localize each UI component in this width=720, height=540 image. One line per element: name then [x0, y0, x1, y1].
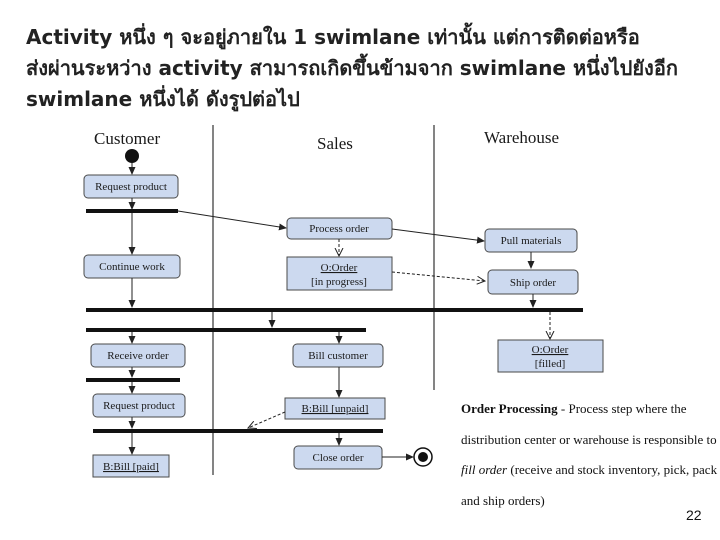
node-receive-order: [90, 343, 186, 368]
merge-bar-4: [86, 378, 180, 382]
node-process-order-label: Process order: [309, 223, 369, 235]
final-node-inner: [418, 452, 428, 462]
slide-heading: Activity หนึ่ง ๆ จะอยู่ภายใน 1 swimlane …: [26, 22, 706, 115]
fork-bar-3: [86, 328, 366, 332]
flow-unpaid-to-customer: [248, 411, 286, 428]
node-order-in-progress-label-2: [in progress]: [311, 276, 367, 288]
node-request-product-2-label: Request product: [103, 400, 175, 412]
join-bar-2: [86, 308, 583, 312]
node-pull-materials-label: Pull materials: [501, 235, 562, 247]
join-bar-5: [93, 429, 383, 433]
flow-process-to-pull: [391, 228, 485, 244]
node-receive-order-label: Receive order: [107, 350, 169, 362]
flow-order-to-ship: [391, 271, 485, 281]
node-close-order-label: Close order: [312, 452, 363, 464]
node-bill-unpaid: [284, 397, 386, 420]
node-bill-paid: [92, 454, 170, 478]
caption-emphasis: fill order: [461, 462, 508, 477]
page-number: 22: [686, 507, 702, 523]
node-bill-customer: [292, 343, 384, 368]
lane-label-warehouse: Warehouse: [484, 128, 559, 147]
node-order-in-progress-label-1: O:Order: [321, 262, 358, 274]
node-bill-unpaid-label: B:Bill [unpaid]: [302, 403, 369, 415]
heading-line-1: Activity หนึ่ง ๆ จะอยู่ภายใน 1 swimlane …: [26, 25, 640, 49]
node-order-filled: [497, 339, 604, 373]
caption: Order Processing - Process step where th…: [461, 394, 720, 516]
node-continue-work-label: Continue work: [99, 261, 165, 273]
flow-fork1-to-process: [177, 210, 287, 231]
lane-label-sales: Sales: [317, 134, 353, 153]
caption-text-2: (receive and stock inventory, pick, pack…: [461, 462, 718, 508]
fork-bar-1: [86, 209, 178, 213]
node-request-product: [83, 174, 179, 199]
node-bill-customer-label: Bill customer: [308, 350, 368, 362]
caption-text-1: - Process step where the distribution ce…: [461, 401, 717, 447]
node-order-in-progress: [286, 256, 393, 291]
node-request-product-label: Request product: [95, 181, 167, 193]
node-ship-order-label: Ship order: [510, 277, 556, 289]
lane-label-customer: Customer: [94, 129, 160, 148]
heading-line-3: swimlane หนึ่งได้ ดังรูปต่อไป: [26, 87, 300, 111]
node-order-filled-label-2: [filled]: [535, 358, 566, 370]
node-request-product-2: [92, 393, 186, 418]
node-bill-paid-label: B:Bill [paid]: [103, 461, 159, 473]
caption-lead: Order Processing: [461, 401, 558, 416]
initial-node: [125, 149, 139, 163]
node-order-filled-label-1: O:Order: [532, 344, 569, 356]
heading-line-2: ส่งผ่านระหว่าง activity สามารถเกิดขึ้นข้…: [26, 56, 678, 80]
